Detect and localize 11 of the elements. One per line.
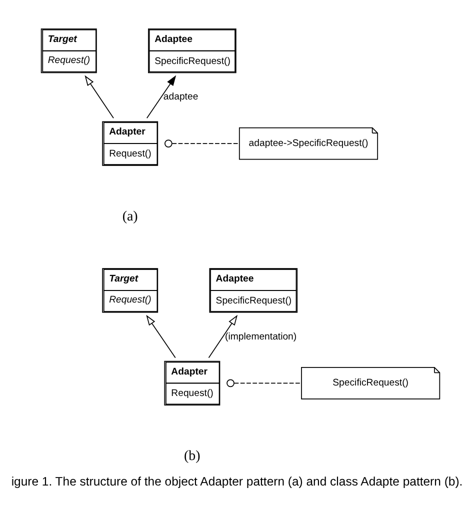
edge-label: (implementation) <box>225 330 297 342</box>
arrow <box>146 314 176 358</box>
arrow <box>84 74 114 118</box>
label: (b) <box>184 448 200 464</box>
arrow <box>208 314 238 358</box>
label: (a) <box>122 208 138 224</box>
connector <box>226 378 302 387</box>
edge-label: adaptee <box>163 91 198 102</box>
caption: igure 1. The structure of the object Adapter pattern (a) and class Adapte pattern (b). <box>11 474 463 488</box>
arrow <box>146 74 176 118</box>
connector <box>164 139 240 147</box>
